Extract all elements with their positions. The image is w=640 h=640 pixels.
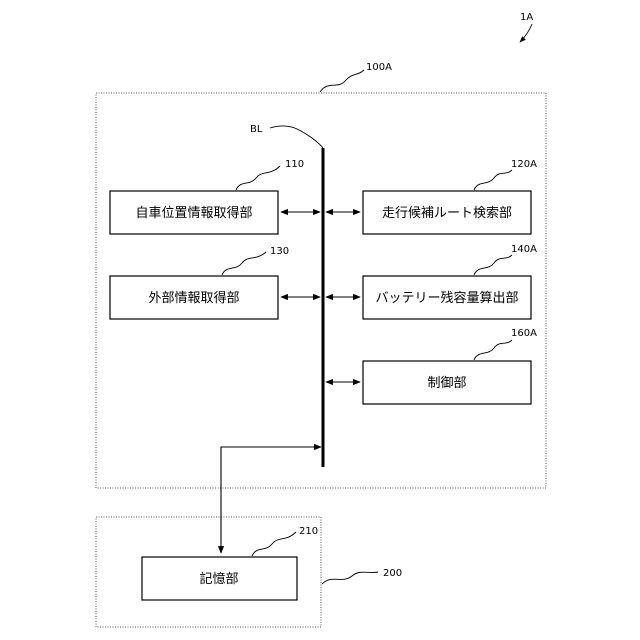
block-130-leader bbox=[222, 252, 266, 275]
block-140a-label: バッテリー残容量算出部 bbox=[375, 290, 518, 306]
block-160a-label: 制御部 bbox=[427, 376, 466, 391]
device-100a-leader bbox=[320, 70, 364, 92]
device-100a-ref: 100A bbox=[366, 62, 392, 73]
block-160a-leader bbox=[474, 340, 512, 360]
arrow-bus-210 bbox=[221, 447, 321, 553]
block-130-ref: 130 bbox=[270, 246, 289, 257]
block-120a-leader bbox=[474, 170, 512, 190]
block-210-label: 記憶部 bbox=[199, 571, 238, 587]
block-120a-ref: 120A bbox=[511, 159, 537, 170]
block-140a-leader bbox=[474, 255, 512, 275]
bus-label: BL bbox=[250, 124, 263, 135]
block-140a-ref: 140A bbox=[511, 244, 537, 255]
block-110-label: 自車位置情報取得部 bbox=[135, 205, 252, 221]
block-210-leader bbox=[252, 532, 296, 556]
block-210-ref: 210 bbox=[299, 526, 318, 537]
device-200-leader bbox=[322, 572, 378, 584]
block-110-leader bbox=[236, 166, 280, 190]
figure-ref-label: 1A bbox=[520, 12, 533, 23]
block-160a-ref: 160A bbox=[511, 328, 537, 339]
bus-label-leader bbox=[270, 126, 323, 148]
block-120a-label: 走行候補ルート検索部 bbox=[382, 206, 512, 221]
figure-ref-arrow bbox=[520, 24, 532, 42]
device-200-ref: 200 bbox=[383, 568, 402, 579]
block-110-ref: 110 bbox=[285, 159, 304, 170]
block-130-label: 外部情報取得部 bbox=[148, 290, 239, 306]
